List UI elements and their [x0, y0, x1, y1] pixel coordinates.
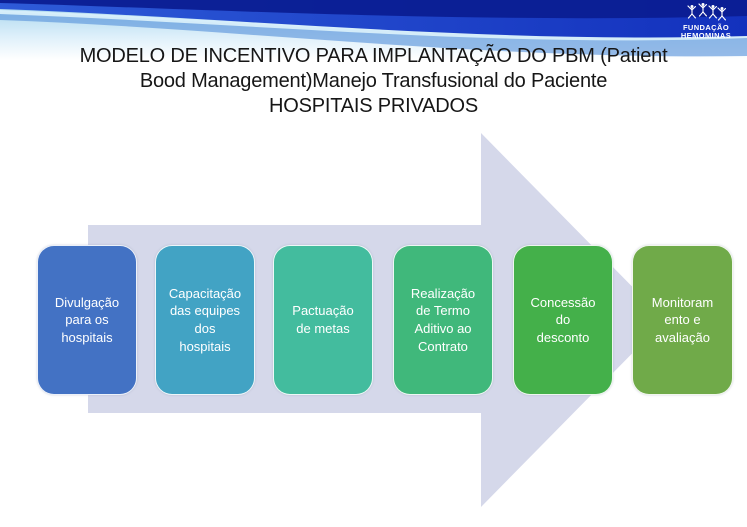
page-title: MODELO DE INCENTIVO PARA IMPLANTAÇÃO DO …	[79, 45, 668, 117]
step-capacitacao: Capacitação das equipes dos hospitais	[155, 245, 255, 395]
logo-text-hemominas: HEMOMINAS	[680, 30, 732, 40]
step-capacitacao-label: Capacitação das equipes dos hospitais	[168, 285, 242, 354]
hemominas-logo: FUNDAÇÃO HEMOMINAS	[670, 3, 742, 40]
step-pactuacao-label: Pactuação de metas	[292, 303, 354, 336]
step-termo-aditivo: Realização de Termo Aditivo ao Contrato	[393, 245, 493, 395]
step-monitoramento: Monitoram ento e avaliação	[632, 245, 733, 395]
step-termo-aditivo-label: Realização de Termo Aditivo ao Contrato	[410, 285, 476, 354]
header-wave-graphic	[0, 0, 747, 60]
process-arrow-shape	[88, 133, 665, 507]
step-concessao-desconto-label: Concessão do desconto	[530, 294, 596, 345]
logo-text-fundacao: FUNDAÇÃO	[682, 23, 730, 32]
hemominas-logo-figures-icon	[687, 3, 727, 21]
step-pactuacao: Pactuação de metas	[273, 245, 373, 395]
header-navy-wave	[0, 0, 747, 19]
step-divulgacao-label: Divulgação para os hospitais	[54, 294, 120, 345]
step-concessao-desconto: Concessão do desconto	[513, 245, 613, 395]
step-monitoramento-label: Monitoram ento e avaliação	[651, 294, 714, 345]
step-divulgacao: Divulgação para os hospitais	[37, 245, 137, 395]
